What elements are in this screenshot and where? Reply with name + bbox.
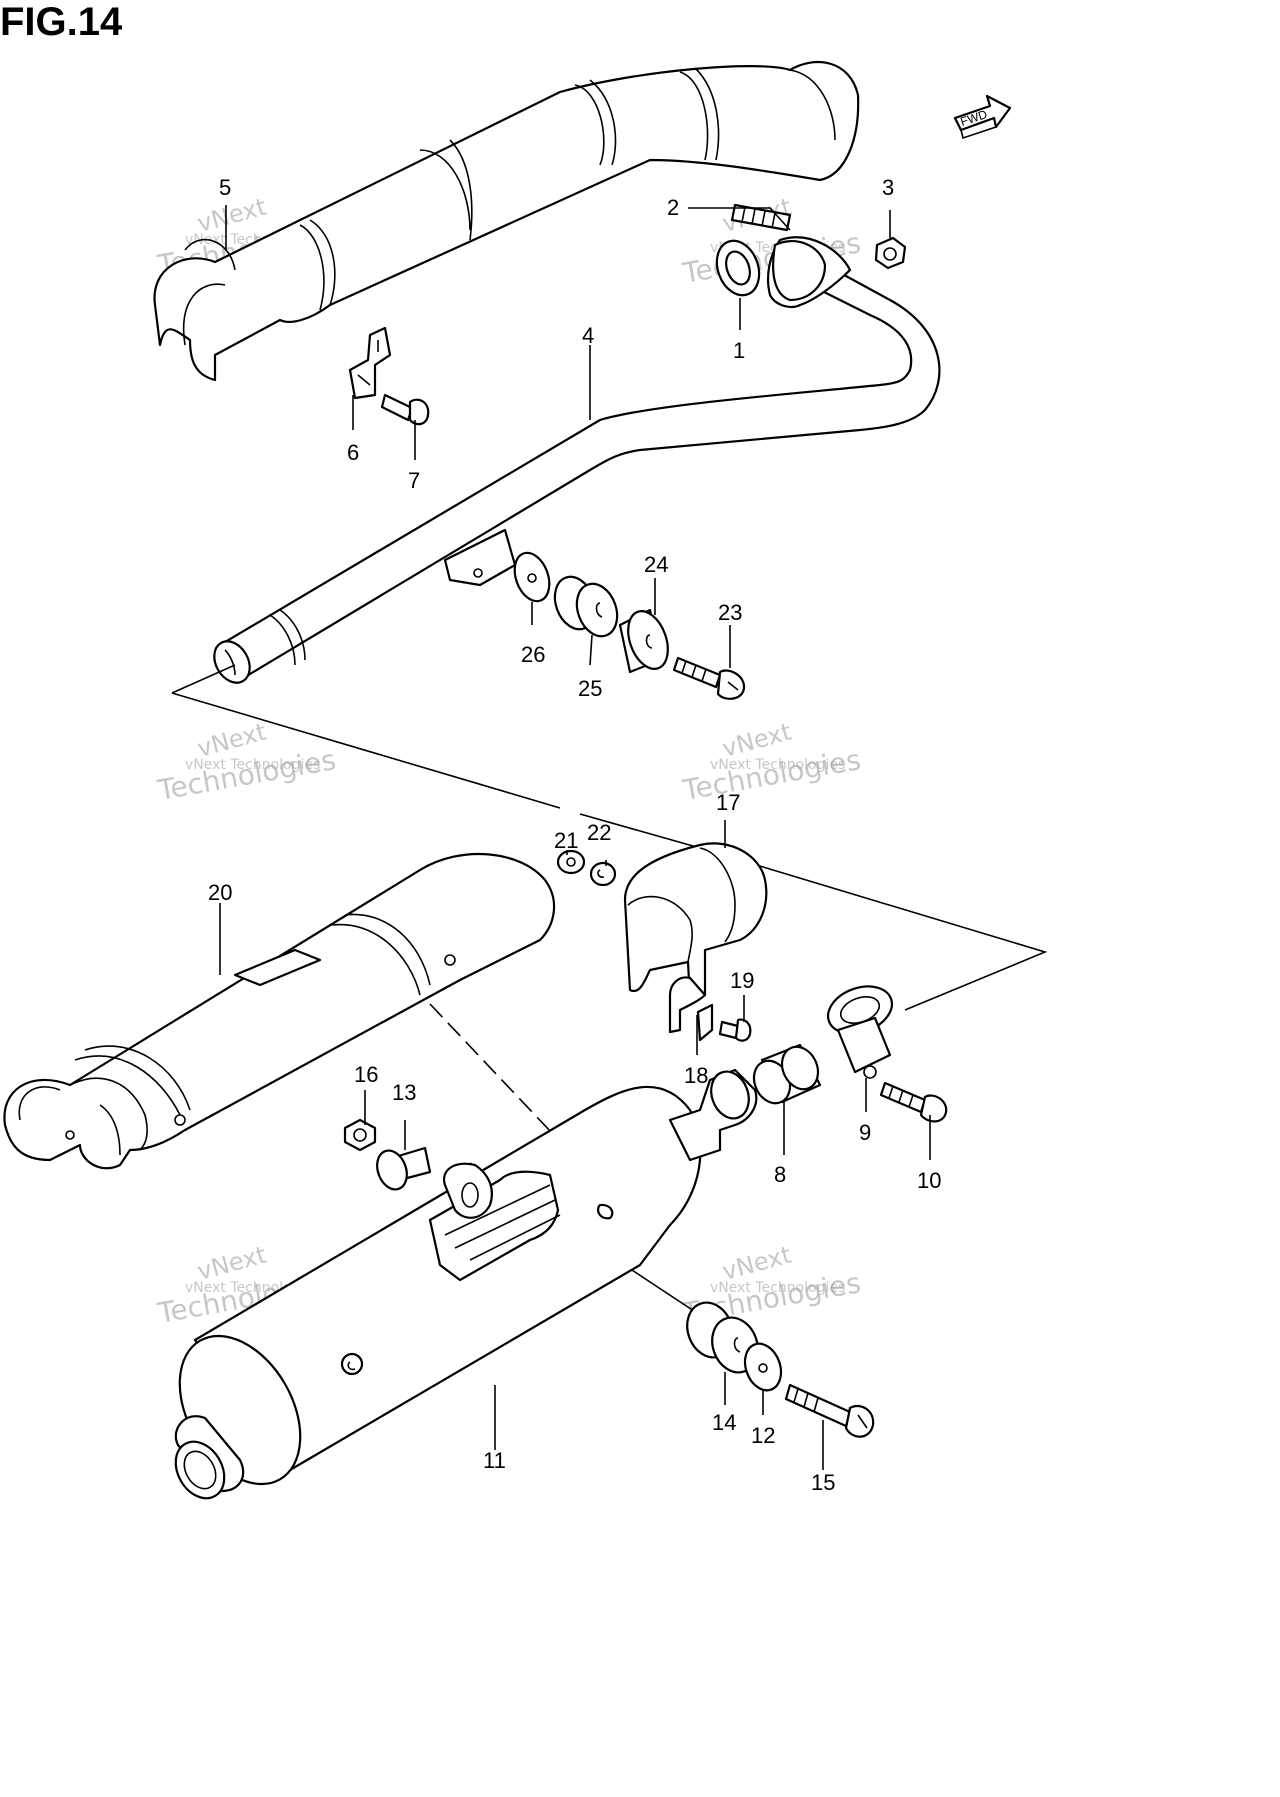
svg-text:vNext Technologies: vNext Technologies — [710, 757, 845, 773]
callout-23: 23 — [718, 600, 742, 625]
callout-5: 5 — [219, 175, 231, 200]
grommet-25 — [553, 575, 619, 638]
leader-lines — [219, 205, 931, 1470]
silencer-muffler — [174, 1068, 758, 1500]
callout-2: 2 — [667, 195, 679, 220]
callout-13: 13 — [392, 1080, 416, 1105]
nut-16 — [343, 1118, 377, 1152]
bolt-15 — [784, 1383, 875, 1438]
callout-14: 14 — [712, 1410, 736, 1435]
bolt-10 — [879, 1081, 948, 1123]
stud-bolt-2 — [730, 203, 792, 232]
bolt-23 — [672, 656, 746, 700]
svg-text:vNext Technologies: vNext Technologies — [710, 1280, 845, 1296]
callout-24: 24 — [644, 552, 668, 577]
callout-9: 9 — [859, 1120, 871, 1145]
washer-12 — [743, 1342, 783, 1392]
svg-text:Technologies: Technologies — [155, 743, 339, 807]
callout-12: 12 — [751, 1423, 775, 1448]
callout-1: 1 — [733, 338, 745, 363]
bolt-7 — [380, 393, 430, 426]
callout-25: 25 — [578, 676, 602, 701]
svg-text:Technologies: Technologies — [680, 743, 864, 807]
gasket-1 — [715, 239, 761, 297]
callout-numbers: 5 2 3 1 4 6 7 24 23 26 25 17 21 22 20 19… — [208, 175, 941, 1495]
svg-text:vNext Technologies: vNext Technologies — [185, 757, 320, 773]
washer-21 — [556, 849, 586, 875]
clamp-6 — [348, 326, 392, 400]
exhaust-pipe — [213, 236, 941, 684]
callout-4: 4 — [582, 323, 594, 348]
callout-6: 6 — [347, 440, 359, 465]
pipe-cover-17 — [623, 842, 768, 1034]
callout-10: 10 — [917, 1168, 941, 1193]
watermark-mid-right: vNext vNext Technologies Technologies — [680, 718, 864, 807]
callout-7: 7 — [408, 468, 420, 493]
callout-11: 11 — [483, 1448, 506, 1473]
clip-18 — [696, 1003, 714, 1042]
figure-title: FIG.14 — [0, 0, 123, 44]
callout-17: 17 — [716, 790, 740, 815]
muffler-heat-cover — [3, 852, 556, 1170]
washer-26 — [513, 551, 551, 603]
callout-20: 20 — [208, 880, 232, 905]
collar-24 — [618, 608, 669, 674]
nut-22 — [589, 861, 617, 887]
screw-19 — [718, 1018, 752, 1042]
sealing-ring-8 — [752, 1043, 822, 1105]
collar-13 — [376, 1146, 432, 1191]
callout-15: 15 — [811, 1470, 835, 1495]
callout-18: 18 — [684, 1063, 708, 1088]
callout-16: 16 — [354, 1062, 378, 1087]
nut-3 — [874, 236, 907, 270]
fwd-arrow-icon: FWD — [953, 94, 1012, 140]
clamp-9 — [826, 985, 894, 1079]
callout-21: 21 — [554, 828, 578, 853]
callout-22: 22 — [587, 820, 611, 845]
upper-heat-shield — [153, 60, 860, 382]
callout-19: 19 — [730, 968, 754, 993]
callout-26: 26 — [521, 642, 545, 667]
callout-3: 3 — [882, 175, 894, 200]
watermark-mid-left: vNext vNext Technologies Technologies — [155, 718, 339, 807]
callout-8: 8 — [774, 1162, 786, 1187]
